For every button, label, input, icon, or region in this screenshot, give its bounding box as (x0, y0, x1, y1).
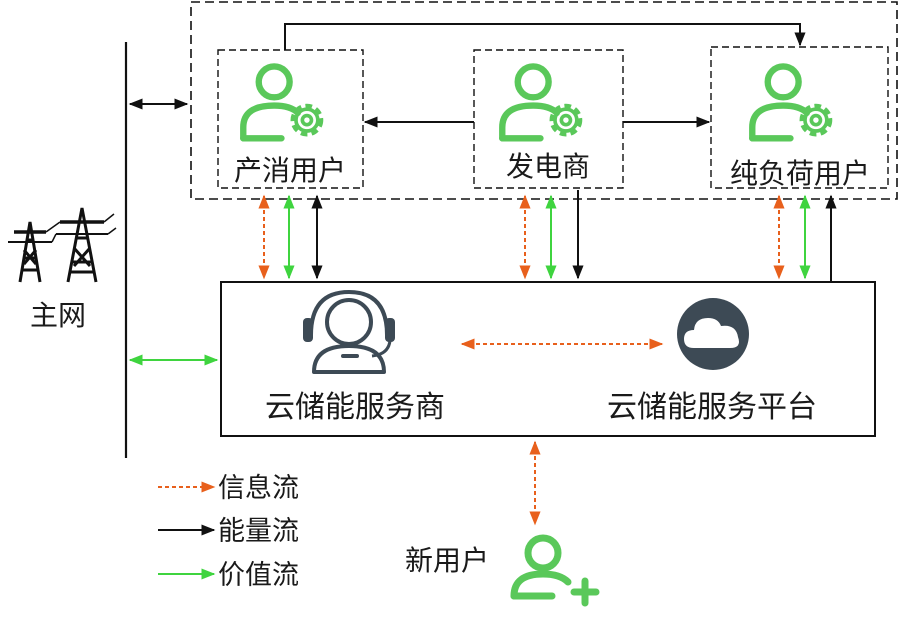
cloud-provider-label: 云储能服务商 (265, 390, 445, 425)
legend: 信息流 能量流 价值流 (158, 473, 299, 591)
participants-group-box (190, 1, 898, 200)
prosumer-box (217, 49, 364, 189)
legend-energy-label: 能量流 (218, 516, 299, 547)
load-user-label: 纯负荷用户 (730, 157, 870, 190)
load-user-icon (752, 66, 829, 138)
grid-label: 主网 (30, 299, 86, 332)
energy-flow-prosumer-to-load (284, 23, 806, 50)
generator-icon (502, 66, 579, 138)
prosumer-icon (243, 66, 320, 138)
generator-label: 发电商 (506, 150, 590, 183)
load-user-box (710, 46, 889, 189)
new-user-label: 新用户 (405, 544, 489, 577)
legend-value-label: 价值流 (218, 560, 299, 591)
cloud-storage-box (220, 281, 876, 437)
prosumer-label: 产消用户 (234, 154, 346, 187)
legend-info-label: 信息流 (218, 473, 299, 504)
add-user-icon (510, 534, 600, 607)
cloud-platform-label: 云储能服务平台 (607, 390, 817, 425)
customer-service-agent-icon (303, 289, 395, 374)
transmission-tower-icon (8, 207, 117, 283)
cloud-icon (677, 298, 749, 370)
